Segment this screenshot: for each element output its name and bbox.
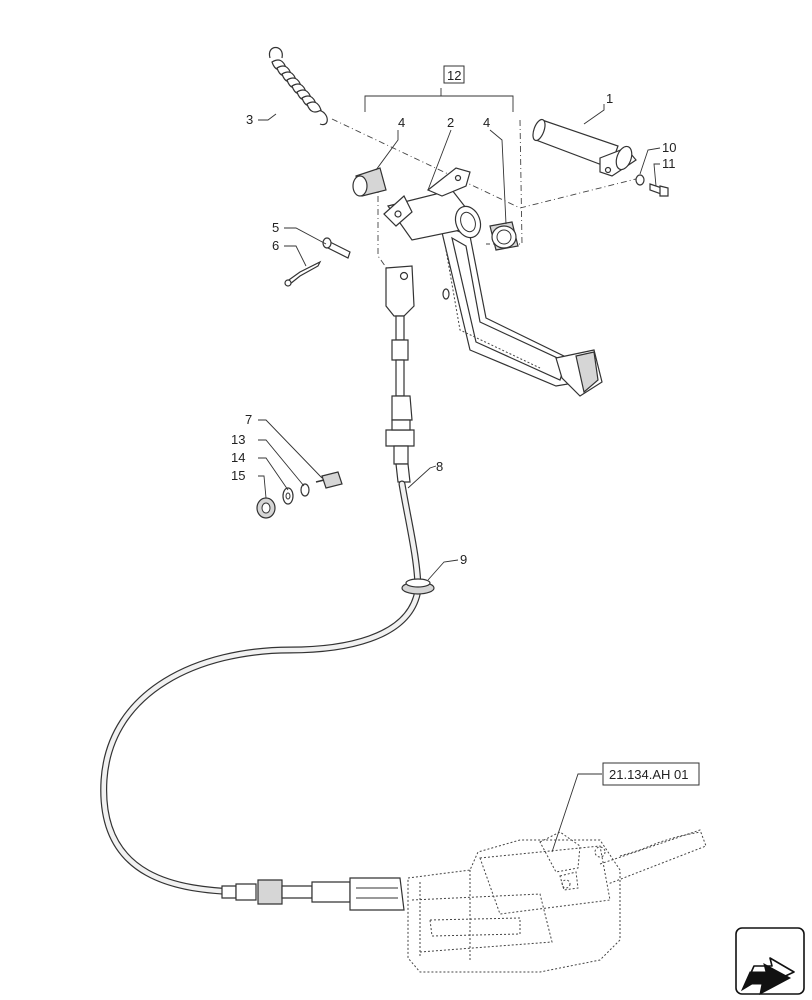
group-12-box (443, 65, 465, 84)
bushing-left (352, 167, 387, 197)
callout-13: 13 (231, 432, 245, 447)
callout-9: 9 (460, 552, 467, 567)
washer (635, 174, 645, 186)
callout-6: 6 (272, 238, 279, 253)
callout-4-left: 4 (398, 115, 405, 130)
cable-end-fitting (221, 877, 405, 911)
cable-grommet (401, 578, 435, 595)
pivot-shaft (532, 118, 637, 177)
callout-1: 1 (606, 91, 613, 106)
callout-3: 3 (246, 112, 253, 127)
bushing-right (489, 221, 519, 251)
flat-washer (282, 487, 294, 505)
reference-label: 21.134.AH 01 (609, 767, 689, 782)
callout-4-right: 4 (483, 115, 490, 130)
bolt (649, 183, 669, 197)
callout-12: 12 (447, 68, 461, 83)
leader-lines (258, 104, 661, 853)
lock-washer (300, 483, 310, 497)
callout-2: 2 (447, 115, 454, 130)
clutch-housing-reference (407, 829, 707, 973)
callout-15: 15 (231, 468, 245, 483)
callout-14: 14 (231, 450, 245, 465)
next-page-arrow-icon (740, 957, 795, 995)
clevis-pin (322, 237, 351, 259)
callout-labels: 1 2 3 4 4 5 6 7 8 9 10 11 12 13 14 15 (231, 68, 676, 567)
callout-11: 11 (662, 156, 676, 171)
callout-8: 8 (436, 459, 443, 474)
callout-10: 10 (662, 140, 676, 155)
return-spring (268, 46, 328, 126)
reference-link[interactable]: 21.134.AH 01 (602, 762, 700, 786)
callout-7: 7 (245, 412, 252, 427)
clutch-cable (100, 480, 422, 896)
next-page-button[interactable] (735, 927, 805, 995)
hex-nut (256, 497, 276, 519)
adjuster-nut (315, 471, 343, 489)
split-pin (284, 260, 322, 287)
clutch-pedal (383, 167, 603, 397)
cable-clevis (385, 265, 415, 483)
callout-5: 5 (272, 220, 279, 235)
